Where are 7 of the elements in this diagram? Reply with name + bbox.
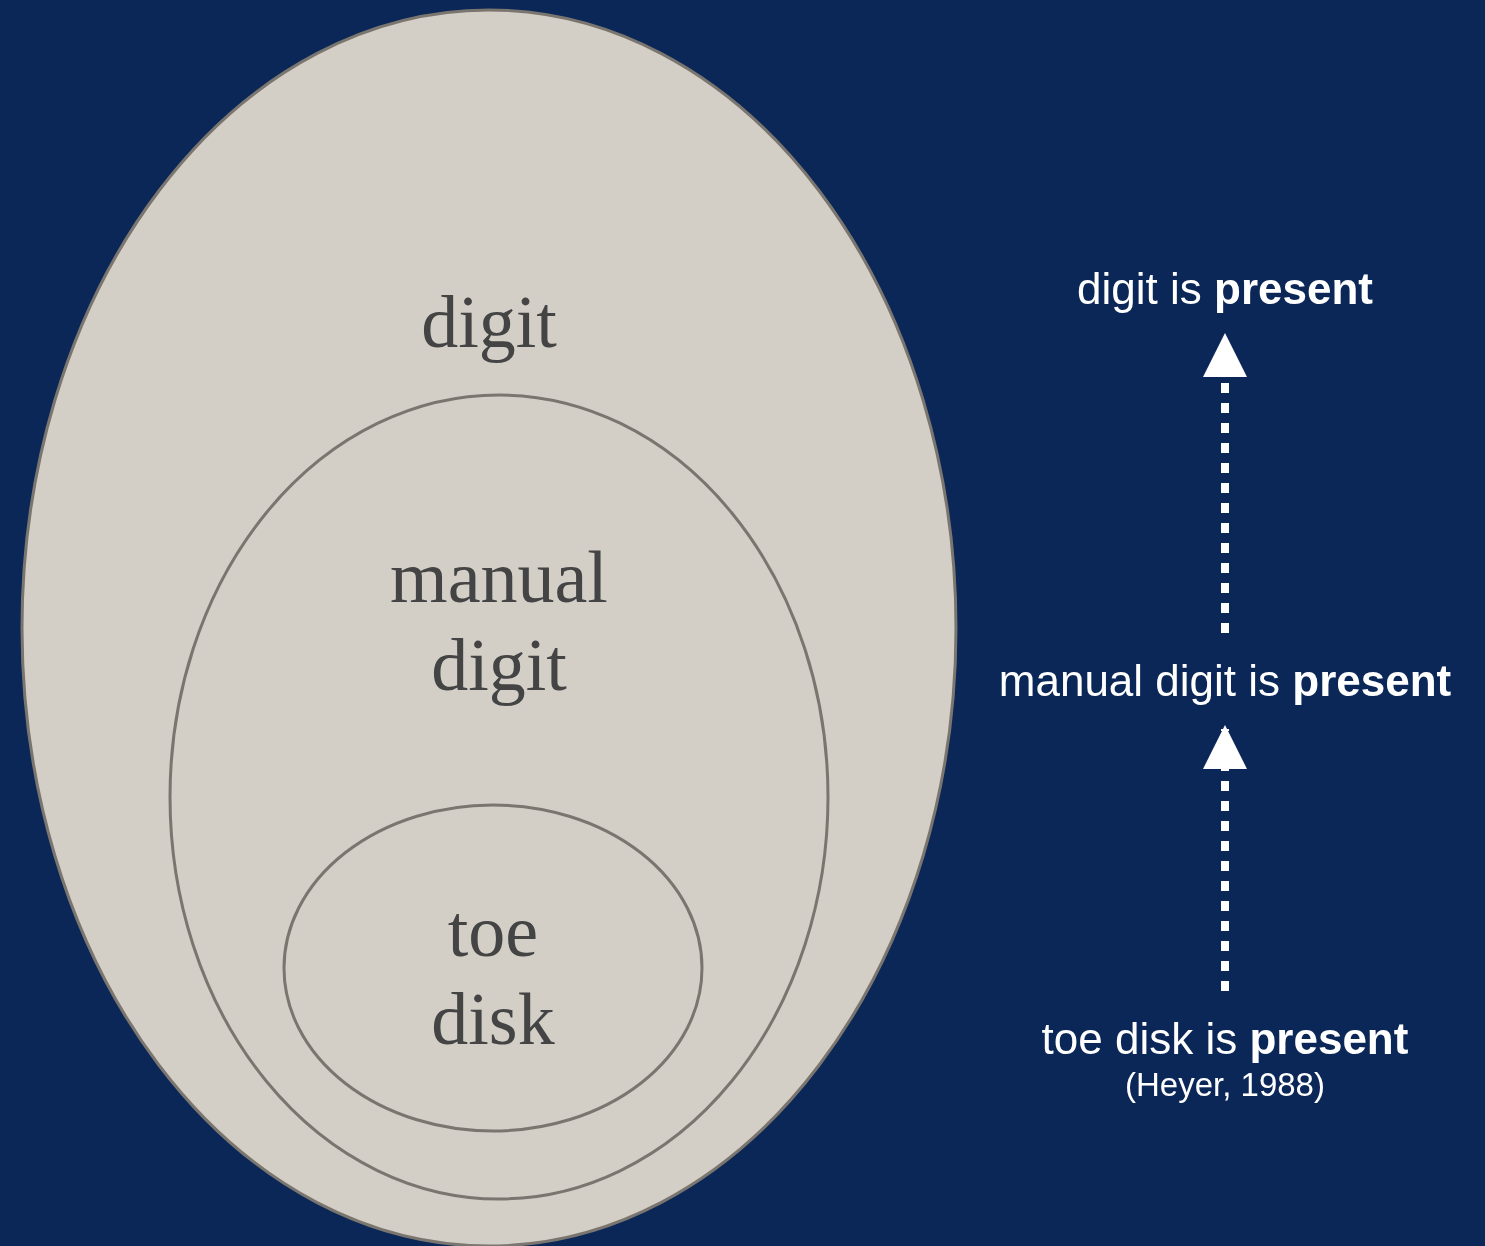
set-label: toe disk (430, 889, 556, 1062)
statement-text: manual digit is present (998, 655, 1452, 707)
set-label: digit (420, 280, 558, 365)
statement-text: toe disk is present (1041, 1013, 1409, 1065)
set-label: manual digit (389, 535, 609, 708)
citation-text: (Heyer, 1988) (1124, 1065, 1326, 1105)
statement-text: digit is present (1077, 263, 1373, 315)
